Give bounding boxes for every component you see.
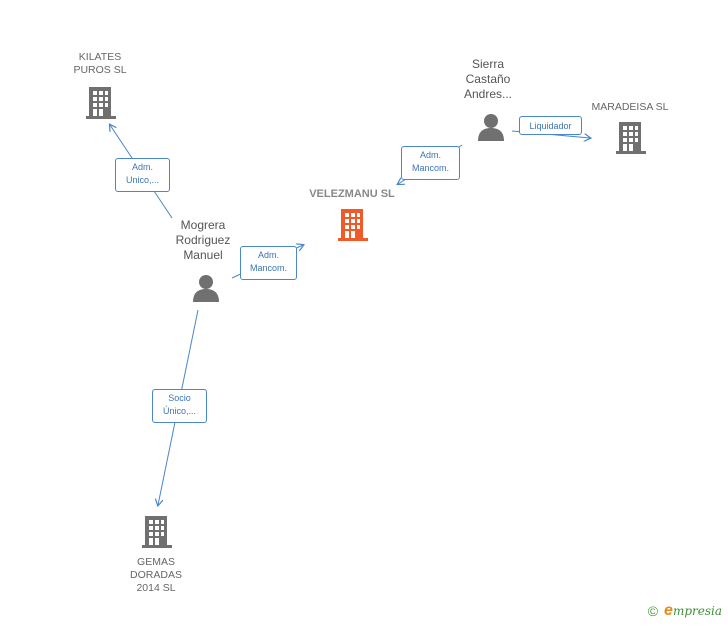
edge-label-mogrera-kilates[interactable]: Adm. Unico,... (115, 158, 170, 192)
edge-label-mogrera-gemas[interactable]: Socio Único,... (152, 389, 207, 423)
node-label-maradeisa: MARADEISA SL (591, 101, 669, 113)
person-icon[interactable] (191, 273, 221, 308)
building-icon[interactable] (142, 514, 174, 555)
edge-label-sierra-maradeisa[interactable]: Liquidador (519, 116, 582, 135)
copyright-symbol: © (647, 603, 659, 619)
node-label-sierra: Sierra Castaño Andres... (463, 57, 513, 101)
building-icon[interactable] (616, 120, 648, 161)
brand-logo-text: mpresia (672, 604, 722, 618)
node-label-velezmanu: VELEZMANU SL (309, 188, 395, 200)
brand-footer: © e mpresia (648, 602, 722, 620)
node-label-mogrera: Mogrera Rodriguez Manuel (175, 218, 231, 262)
brand-logo-letter: e (664, 602, 673, 619)
node-label-kilates: KILATES PUROS SL (73, 51, 127, 76)
edge-label-sierra-velezmanu[interactable]: Adm. Mancom. (401, 146, 460, 180)
node-label-gemas: GEMAS DORADAS 2014 SL (130, 556, 182, 594)
building-icon[interactable] (338, 207, 370, 248)
building-icon[interactable] (86, 85, 118, 126)
edge-label-mogrera-velezmanu[interactable]: Adm. Mancom. (240, 246, 297, 280)
person-icon[interactable] (476, 112, 506, 147)
